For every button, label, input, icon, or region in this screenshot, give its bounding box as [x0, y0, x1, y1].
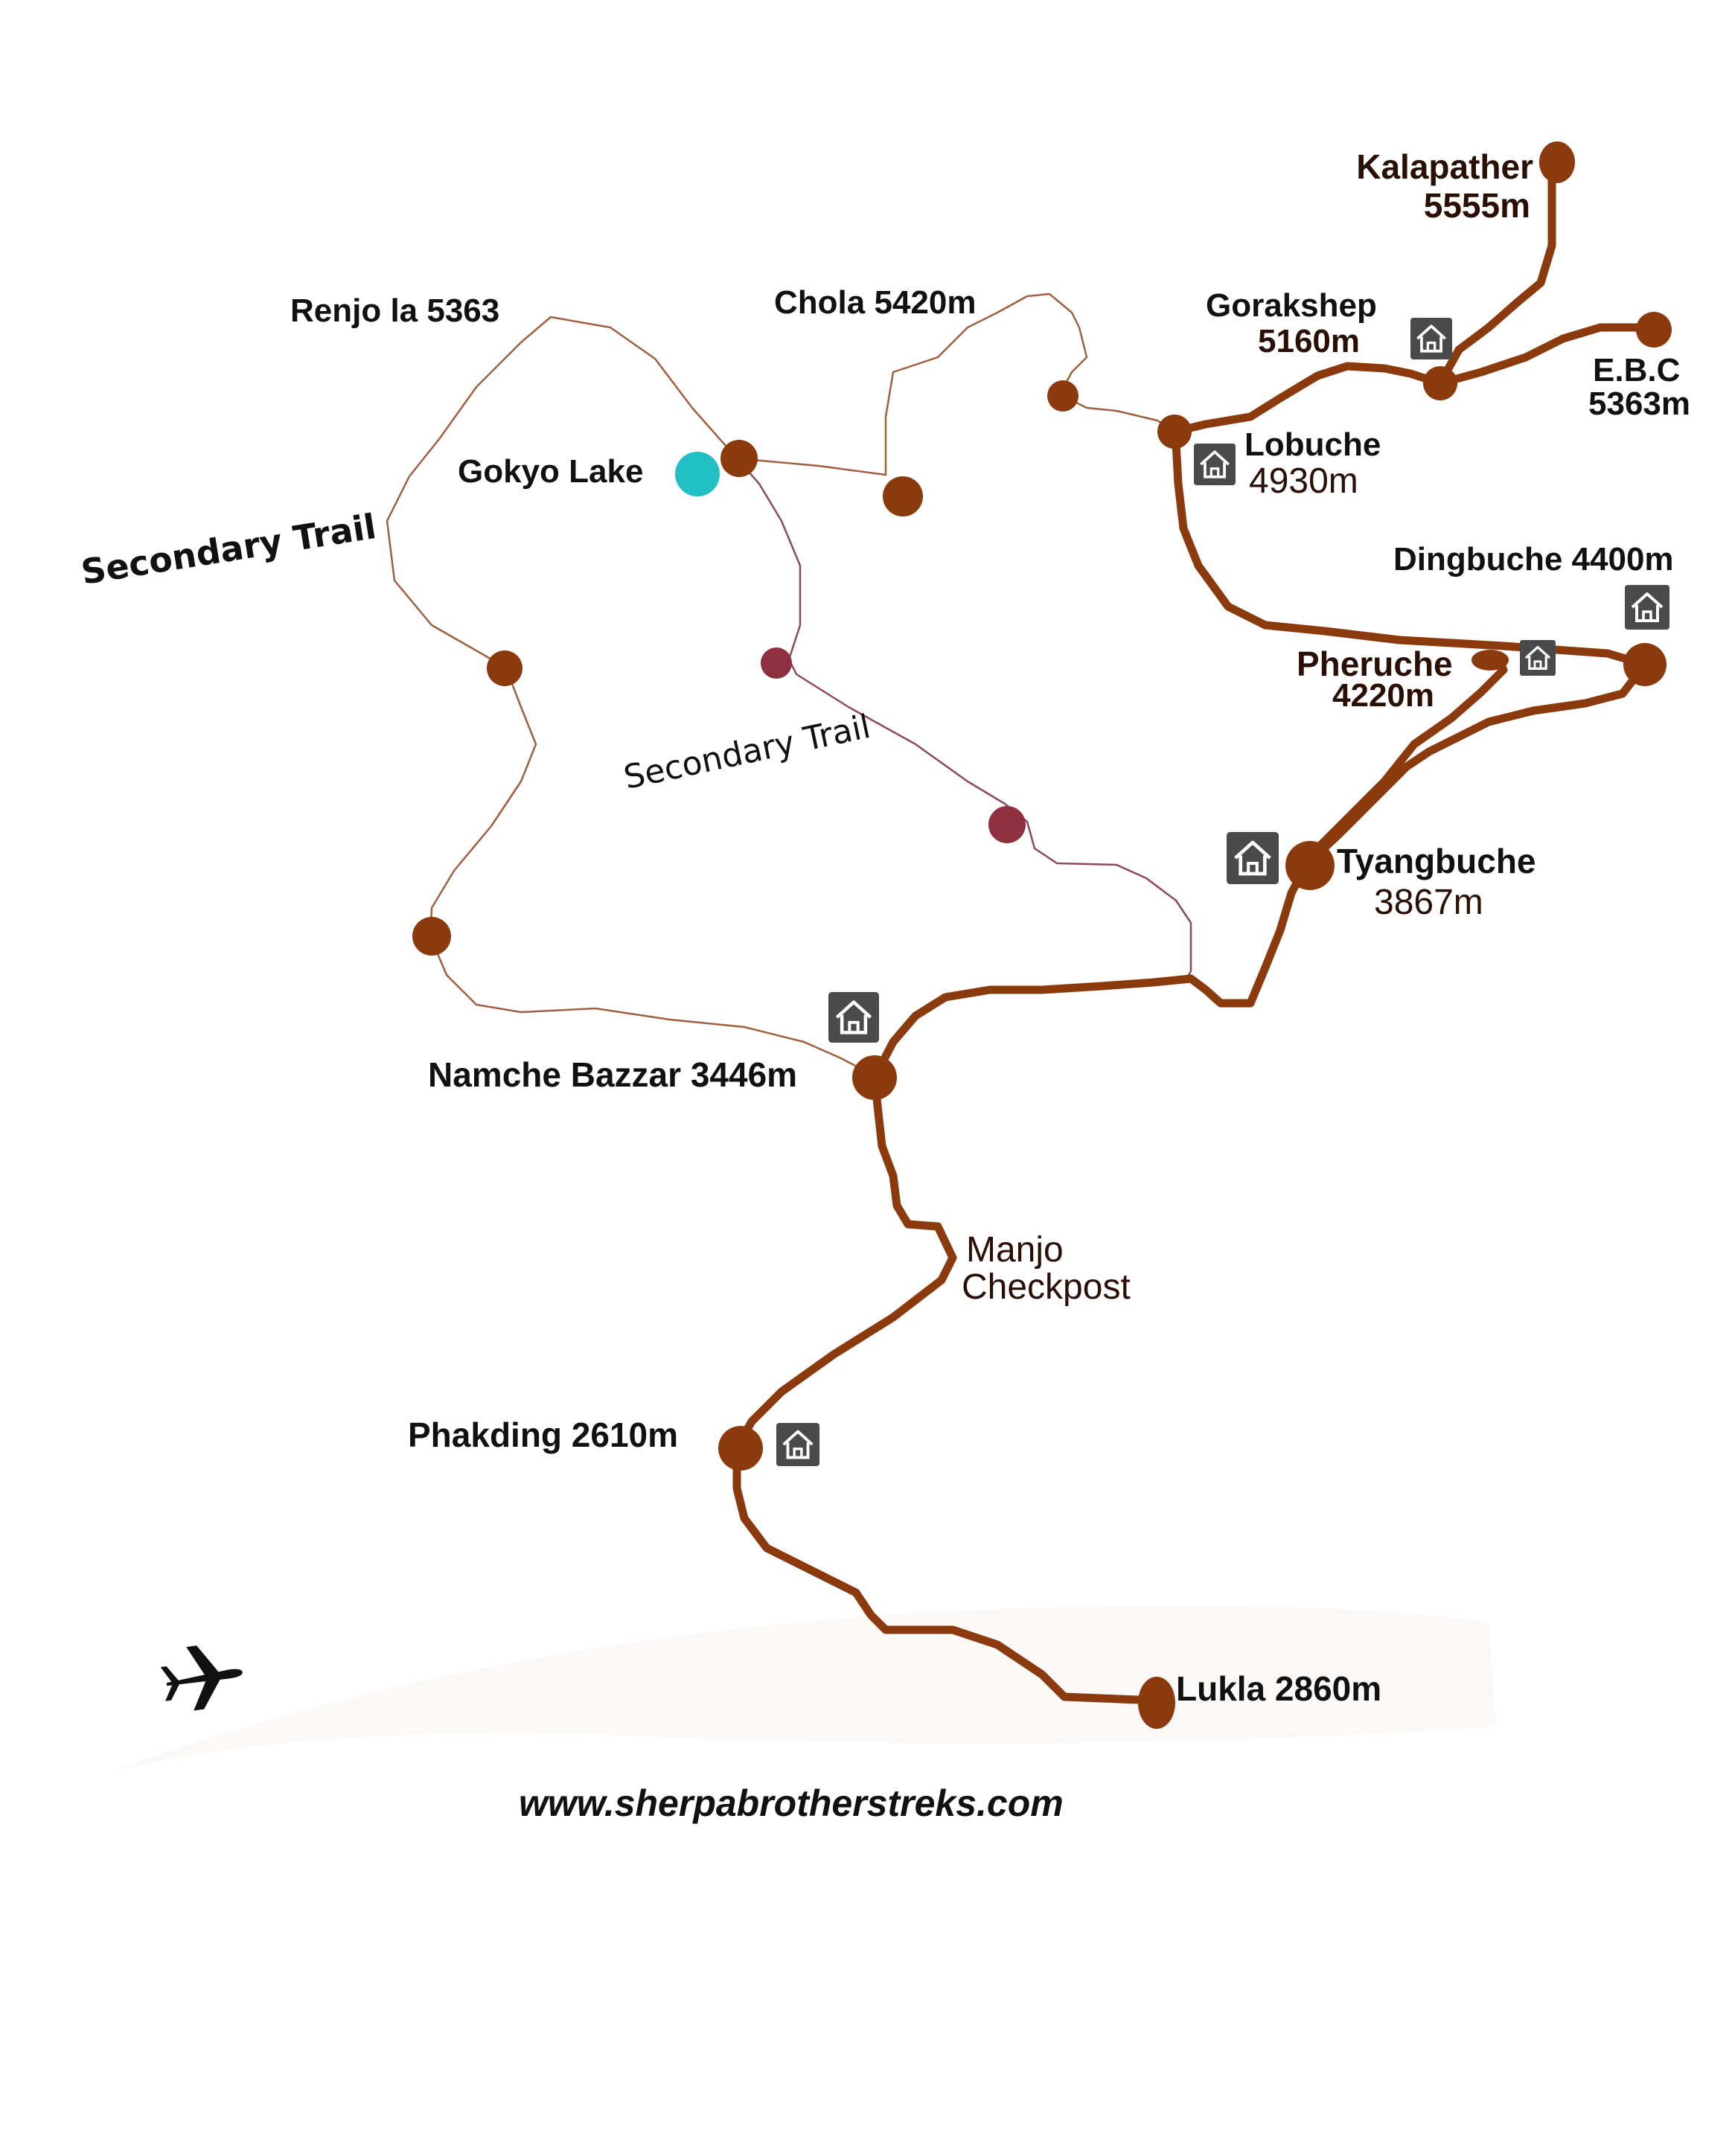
- label-lukla: Lukla 2860m: [1176, 1669, 1381, 1708]
- main-trail: [732, 148, 1649, 1705]
- node-dingbuche[interactable]: [1623, 643, 1667, 686]
- node-renjo-south[interactable]: [412, 917, 451, 956]
- house-icon: [828, 992, 879, 1043]
- house-icon: [1227, 832, 1279, 884]
- main-trail-lobuche-gorakshep: [1170, 362, 1445, 436]
- waypoints: [412, 141, 1672, 1729]
- house-icon: [1520, 640, 1556, 676]
- label-ebc: E.B.C: [1593, 352, 1680, 388]
- node-namche[interactable]: [852, 1055, 897, 1100]
- label-lobuche: Lobuche: [1244, 426, 1381, 463]
- label-phakding: Phakding 2610m: [408, 1416, 678, 1454]
- label-namche: Namche Bazzar 3446m: [428, 1055, 797, 1094]
- node-gokyo-junction[interactable]: [720, 440, 758, 477]
- node-gokyo-lake[interactable]: [675, 452, 720, 496]
- label-lobuche-alt: 4930m: [1249, 461, 1358, 501]
- secondary-trail-gokyo-chola: [735, 292, 1174, 476]
- node-valley-2[interactable]: [988, 806, 1026, 843]
- node-phakding[interactable]: [718, 1426, 763, 1471]
- label-renjo: Renjo la 5363: [290, 292, 499, 329]
- label-dingbuche: Dingbuche 4400m: [1393, 541, 1674, 578]
- node-lukla[interactable]: [1138, 1677, 1175, 1729]
- node-chola[interactable]: [1047, 380, 1078, 412]
- house-icon: [1410, 318, 1452, 359]
- label-gorakshep: Gorakshep: [1206, 287, 1377, 324]
- label-tyangbuche: Tyangbuche: [1337, 842, 1536, 880]
- main-trail-gorakshep-ebc: [1436, 323, 1646, 388]
- label-pheruche: Pheruche: [1297, 644, 1453, 683]
- node-gorakshep[interactable]: [1423, 366, 1457, 400]
- label-gokyo: Gokyo Lake: [458, 453, 643, 490]
- label-gorakshep-alt: 5160m: [1258, 323, 1360, 359]
- main-trail-tyangbuche-dingbuche: [1302, 660, 1649, 869]
- labels: Kalapather 5555m Gorakshep 5160m E.B.C 5…: [78, 147, 1690, 1708]
- label-manjo-line2: Checkpost: [962, 1267, 1131, 1307]
- node-dragnag[interactable]: [883, 476, 923, 516]
- label-pheruche-alt: 4220m: [1332, 677, 1434, 714]
- secondary-trail-renjo-loop: [386, 316, 872, 1075]
- house-icon: [776, 1423, 820, 1466]
- node-kalapather[interactable]: [1539, 141, 1575, 183]
- label-ebc-alt: 5363m: [1588, 386, 1690, 422]
- house-icon: [1625, 585, 1669, 630]
- secondary-trail-valley: [735, 457, 1192, 982]
- label-tyangbuche-alt: 3867m: [1374, 883, 1483, 922]
- node-renjo-west[interactable]: [487, 650, 523, 686]
- label-chola: Chola 5420m: [774, 284, 976, 321]
- footer-url: www.sherpabrotherstreks.com: [519, 1782, 1064, 1824]
- background-wash: [112, 1605, 1496, 1771]
- main-trail-pheruche-link: [1306, 650, 1508, 860]
- house-icon: [1194, 444, 1236, 485]
- label-secondary-trail-west: Secondary Trail: [78, 506, 379, 592]
- label-kalapather: Kalapather: [1356, 147, 1533, 186]
- airplane-icon: [160, 1645, 243, 1711]
- secondary-trails: [386, 292, 1192, 1075]
- main-trail-namche-tyangbuche: [870, 860, 1311, 1082]
- label-manjo-line1: Manjo: [966, 1230, 1064, 1270]
- node-valley-1[interactable]: [761, 647, 792, 679]
- label-secondary-trail-valley: Secondary Trail: [621, 708, 874, 797]
- node-ebc[interactable]: [1636, 312, 1672, 348]
- label-kalapather-alt: 5555m: [1424, 186, 1530, 225]
- node-lobuche[interactable]: [1157, 415, 1192, 449]
- node-pheruche[interactable]: [1471, 650, 1509, 671]
- node-tyangbuche[interactable]: [1285, 841, 1335, 890]
